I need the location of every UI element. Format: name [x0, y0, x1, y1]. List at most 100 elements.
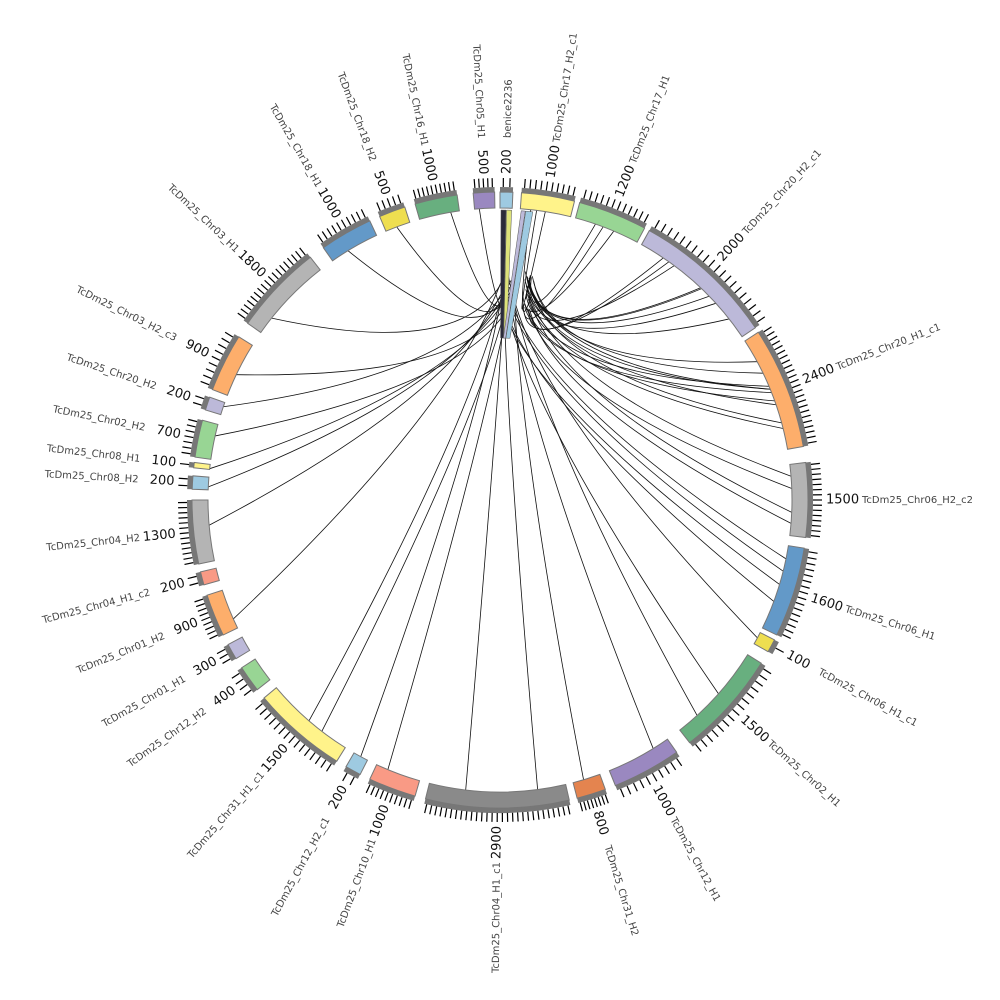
tick-mark	[766, 330, 775, 337]
segment-axis-band	[805, 461, 813, 539]
segment-TcDm25_Chr16_H1[interactable]: 1000	[412, 147, 460, 220]
segment-block[interactable]	[424, 782, 570, 809]
tick-mark	[243, 304, 252, 311]
segment-block[interactable]	[227, 636, 251, 660]
segment-block[interactable]	[499, 191, 514, 209]
tick-label-max: 1800	[234, 247, 268, 281]
segment-block[interactable]	[414, 194, 460, 220]
link-TcDm25_Chr20_H2_c1	[527, 276, 701, 320]
segment-TcDm25_Chr17_H1[interactable]: 1200	[574, 163, 650, 243]
tick-label-max: 1000	[314, 185, 344, 221]
segment-TcDm25_Chr01_H2[interactable]: 900	[172, 589, 239, 640]
link-TcDm25_Chr20_H1_c1	[533, 281, 758, 363]
segment-TcDm25_Chr06_H1_c1[interactable]: 100	[753, 631, 813, 673]
segment-axis-band	[237, 667, 258, 693]
segment-block[interactable]	[608, 738, 678, 787]
segment-block[interactable]	[472, 191, 496, 210]
segment-TcDm25_Chr18_H2[interactable]: 500	[370, 169, 411, 232]
segment-TcDm25_Chr08_H1[interactable]: 100	[151, 453, 211, 471]
segment-label: TcDm25_Chr04_H1_c2	[40, 587, 151, 626]
segment-TcDm25_Chr02_H2[interactable]: 700	[155, 418, 219, 460]
segment-TcDm25_Chr17_H2_c1[interactable]: 1000	[519, 144, 576, 218]
segment-block[interactable]	[345, 752, 369, 776]
segment-block[interactable]	[753, 631, 776, 653]
link-TcDm25_Chr12_H1	[510, 299, 654, 749]
segment-TcDm25_Chr06_H2_c2[interactable]: 1500	[789, 461, 859, 539]
tick-mark	[331, 225, 337, 234]
link-ribbon	[503, 210, 526, 339]
tick-mark	[711, 729, 719, 738]
tick-mark	[449, 809, 453, 819]
segment-block[interactable]	[199, 567, 220, 586]
segment-block[interactable]	[369, 763, 421, 797]
tick-mark	[542, 809, 545, 820]
segment-block[interactable]	[247, 256, 321, 334]
tick-mark	[639, 779, 645, 789]
segment-benice2236[interactable]: 200	[499, 149, 515, 209]
segment-block[interactable]	[263, 686, 346, 762]
segment-block[interactable]	[206, 589, 239, 636]
link-TcDm25_Chr20_H2_c1	[525, 265, 675, 321]
segment-TcDm25_Chr03_H2_c3[interactable]: 900	[183, 331, 254, 397]
link-TcDm25_Chr18_H1	[347, 250, 505, 318]
tick-mark	[207, 630, 216, 635]
segment-block[interactable]	[211, 336, 254, 397]
link-TcDm25_Chr12_H2_c1	[360, 280, 505, 757]
tick-label-max: 100	[151, 453, 177, 471]
tick-mark	[572, 186, 576, 196]
tick-mark	[239, 684, 248, 691]
segment-block[interactable]	[572, 773, 606, 799]
segment-TcDm25_Chr04_H1_c2[interactable]: 200	[159, 567, 220, 597]
tick-mark	[221, 337, 230, 344]
tick-mark	[562, 806, 566, 816]
tick-mark	[340, 219, 347, 228]
tick-mark	[808, 551, 818, 554]
link-TcDm25_Chr02_H2	[215, 309, 508, 437]
tick-label-max: 800	[590, 809, 612, 837]
segment-TcDm25_Chr18_H1[interactable]: 1000	[314, 185, 378, 262]
segment-axis-band	[579, 197, 647, 229]
tick-mark	[797, 399, 807, 404]
segment-TcDm25_Chr04_H1_c1[interactable]: 2900	[424, 782, 571, 859]
segment-block[interactable]	[322, 220, 378, 262]
link-TcDm25_Chr04_H2	[208, 286, 506, 526]
link-TcDm25_Chr06_H2_c2	[528, 294, 792, 513]
segment-block[interactable]	[679, 654, 762, 744]
segment-axis-band	[200, 395, 210, 410]
tick-mark	[804, 425, 814, 429]
link-TcDm25_Chr06_H2_c2	[525, 285, 792, 477]
segment-block[interactable]	[191, 475, 210, 491]
segment-TcDm25_Chr10_H1[interactable]: 1000	[365, 763, 421, 839]
segment-block[interactable]	[191, 499, 215, 565]
tick-mark	[288, 735, 296, 744]
segment-axis-band	[207, 334, 239, 390]
segment-TcDm25_Chr31_H2[interactable]: 800	[572, 773, 612, 837]
tick-mark	[317, 234, 324, 243]
tick-mark	[812, 519, 822, 522]
segment-block[interactable]	[193, 461, 211, 471]
segment-TcDm25_Chr12_H1[interactable]: 1000	[608, 738, 683, 819]
tick-label-max: 200	[149, 473, 175, 489]
segment-TcDm25_Chr06_H1[interactable]: 1600	[761, 545, 845, 640]
tick-mark	[295, 250, 302, 259]
segment-TcDm25_Chr03_H1[interactable]: 1800	[234, 247, 321, 334]
tick-mark	[670, 762, 677, 771]
segment-block[interactable]	[204, 396, 226, 416]
segment-TcDm25_Chr31_H1_c1[interactable]: 1500	[255, 686, 346, 776]
segment-block[interactable]	[240, 658, 271, 691]
segment-block[interactable]	[761, 545, 805, 636]
segment-block[interactable]	[574, 201, 646, 243]
segment-TcDm25_Chr05_H1[interactable]: 500	[472, 149, 496, 210]
segment-block[interactable]	[519, 192, 576, 218]
tick-mark	[676, 758, 683, 767]
segment-block[interactable]	[640, 229, 757, 338]
segment-block[interactable]	[378, 206, 411, 232]
segment-TcDm25_Chr02_H1[interactable]: 1500	[679, 654, 772, 752]
segment-TcDm25_Chr04_H2[interactable]: 1300	[142, 499, 215, 566]
segment-TcDm25_Chr20_H2[interactable]: 200	[164, 383, 226, 416]
segment-TcDm25_Chr08_H2[interactable]: 200	[149, 473, 210, 491]
segment-block[interactable]	[194, 419, 219, 460]
segment-block[interactable]	[789, 461, 809, 539]
segment-axis-band	[500, 187, 514, 193]
tick-mark	[810, 535, 820, 538]
